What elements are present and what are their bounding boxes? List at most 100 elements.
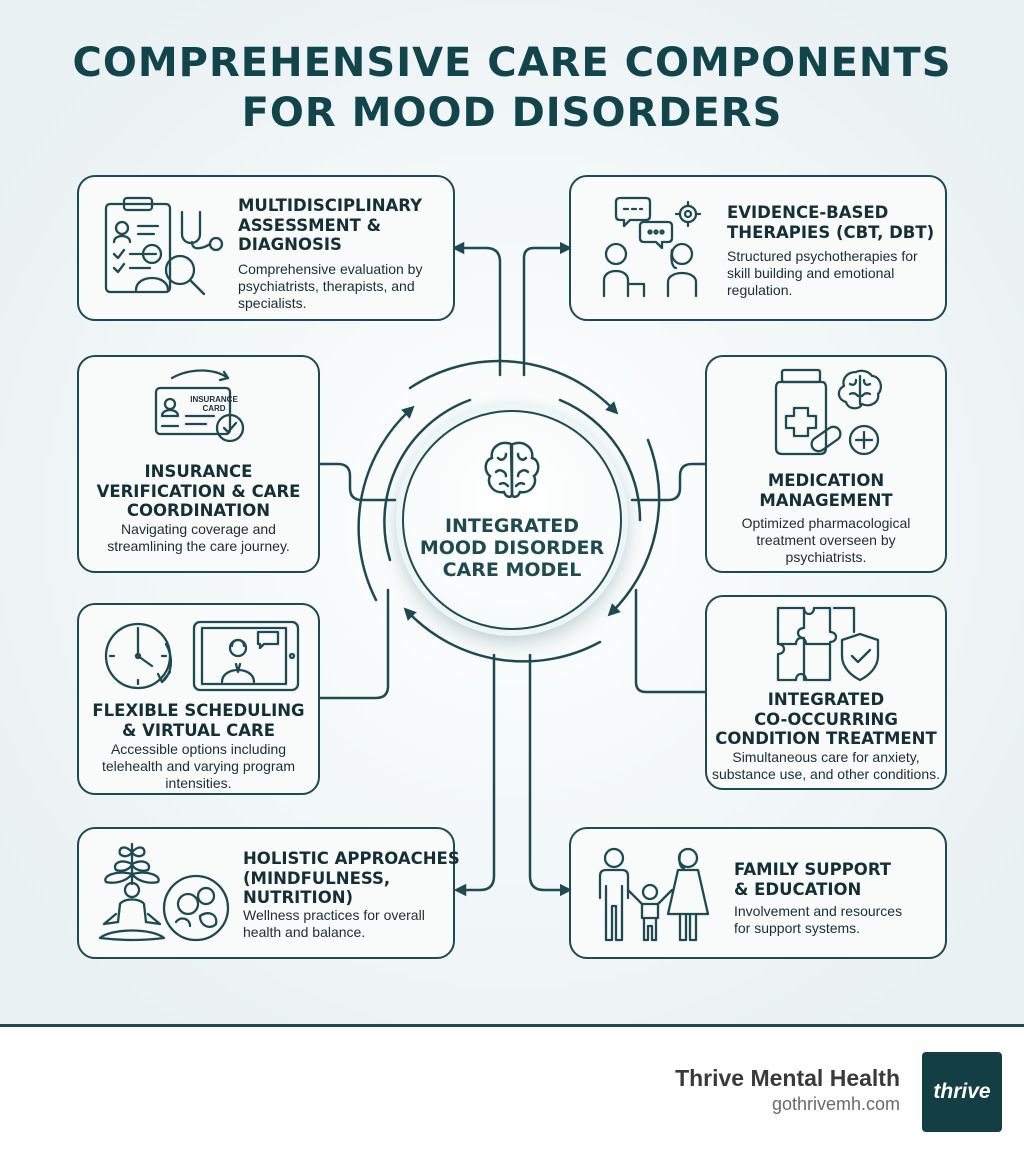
scheduling-title-line: & VIRTUAL CARE [121, 720, 276, 740]
scheduling-desc-line: Accessible options including [110, 741, 287, 757]
thrive-logo: thrive [922, 1052, 1002, 1132]
therapy-session-icon [596, 192, 716, 304]
therapies-description: Structured psychotherapies for skill bui… [727, 248, 918, 299]
ring-arc-top-right [408, 359, 619, 415]
title-line-2: FOR MOOD DISORDERS [241, 90, 783, 136]
insurance-card-label-line: INSURANCE [190, 395, 238, 404]
holistic-title-line: NUTRITION) [243, 888, 354, 907]
connector-medication [630, 462, 708, 502]
brand: Thrive Mental Health gothrivemh.com [675, 1064, 900, 1116]
family-icon [590, 846, 710, 946]
hub-line-2: MOOD DISORDER [419, 537, 605, 559]
card-insurance [77, 355, 320, 573]
insurance-title-line: COORDINATION [126, 501, 271, 520]
holistic-title-line: HOLISTIC APPROACHES [243, 849, 460, 868]
meditation-nutrition-icon [92, 838, 232, 948]
therapies-desc-line: Structured psychotherapies for [727, 248, 918, 264]
medication-desc-line: treatment overseen by [756, 532, 896, 548]
cooccurring-title-line: INTEGRATED [767, 690, 885, 709]
therapies-title: EVIDENCE-BASED THERAPIES (CBT, DBT) [727, 203, 934, 242]
ring-arc-right [607, 438, 661, 617]
family-title-line: FAMILY SUPPORT [734, 860, 892, 879]
scheduling-title: FLEXIBLE SCHEDULING & VIRTUAL CARE [77, 701, 320, 740]
brain-icon [478, 436, 546, 504]
insurance-description: Navigating coverage and streamlining the… [77, 521, 320, 555]
therapies-desc-line: skill building and emotional [727, 265, 895, 281]
insurance-card-icon [150, 368, 250, 448]
assessment-desc-line: psychiatrists, therapists, and [238, 278, 415, 294]
scheduling-title-line: FLEXIBLE SCHEDULING [92, 701, 305, 720]
clipboard-doctor-icon [100, 192, 230, 304]
holistic-description: Wellness practices for overall health an… [243, 907, 425, 941]
holistic-title: HOLISTIC APPROACHES (MINDFULNESS, NUTRIT… [243, 849, 460, 908]
connector-lines [318, 241, 708, 897]
medication-title-line: MANAGEMENT [759, 490, 893, 510]
connector-therapies [522, 241, 573, 377]
cooccurring-desc-line: Simultaneous care for anxiety, [732, 749, 920, 765]
cooccurring-title-line: CONDITION TREATMENT [715, 729, 937, 748]
page-title: COMPREHENSIVE CARE COMPONENTS FOR MOOD D… [0, 38, 1024, 138]
clock-telehealth-icon [100, 618, 300, 694]
assessment-desc-line: specialists. [238, 295, 307, 311]
connector-cooccurring [634, 588, 708, 694]
insurance-desc-line: Navigating coverage and [121, 521, 276, 537]
cooccurring-title-line: CO-OCCURRING [754, 709, 898, 729]
title-line-1: COMPREHENSIVE CARE COMPONENTS [72, 40, 952, 86]
scheduling-desc-line: intensities. [165, 775, 232, 791]
family-desc-line: Involvement and resources [734, 903, 903, 919]
connector-assessment [451, 241, 502, 377]
family-title: FAMILY SUPPORT & EDUCATION [734, 860, 891, 899]
insurance-title-line: VERIFICATION & CARE [96, 481, 301, 501]
assessment-desc-line: Comprehensive evaluation by [238, 261, 423, 277]
medication-desc-line: psychiatrists. [785, 549, 867, 565]
brand-name: Thrive Mental Health [675, 1065, 900, 1091]
family-desc-line: for support systems. [734, 920, 861, 936]
connector-holistic [453, 653, 496, 897]
family-description: Involvement and resources for support sy… [734, 903, 902, 937]
card-therapies [569, 175, 947, 321]
footer [0, 1024, 1024, 1154]
holistic-desc-line: health and balance. [243, 924, 366, 940]
cooccurring-desc-line: substance use, and other conditions. [711, 766, 941, 782]
cooccurring-description: Simultaneous care for anxiety, substance… [705, 749, 947, 783]
card-cooccurring [705, 595, 947, 790]
ring-arc-bottom-left [403, 607, 602, 663]
medication-description: Optimized pharmacological treatment over… [705, 515, 947, 566]
connector-insurance [318, 462, 397, 502]
insurance-desc-line: streamlining the care journey. [107, 538, 290, 554]
medication-desc-line: Optimized pharmacological [741, 515, 911, 531]
insurance-title-line: INSURANCE [144, 462, 253, 481]
card-scheduling [77, 603, 320, 795]
assessment-title-line: MULTIDISCIPLINARY [238, 196, 423, 215]
card-assessment [77, 175, 455, 321]
scheduling-description: Accessible options including telehealth … [77, 741, 320, 792]
scheduling-desc-line: telehealth and varying program [101, 758, 295, 774]
hub-line-3: CARE MODEL [442, 559, 582, 581]
assessment-title-line: ASSESSMENT & [238, 215, 381, 235]
connector-family [528, 653, 573, 897]
brand-url[interactable]: gothrivemh.com [771, 1094, 900, 1114]
therapies-title-line: EVIDENCE-BASED [727, 203, 889, 222]
insurance-card-label: INSURANCE CARD [190, 395, 238, 413]
assessment-description: Comprehensive evaluation by psychiatrist… [238, 261, 422, 312]
card-holistic [77, 827, 455, 959]
holistic-title-line: (MINDFULNESS, [243, 868, 391, 888]
medication-icon [772, 366, 888, 460]
connector-scheduling [318, 588, 390, 700]
holistic-desc-line: Wellness practices for overall [243, 907, 425, 923]
therapies-title-line: THERAPIES (CBT, DBT) [727, 222, 935, 242]
medication-title: MEDICATION MANAGEMENT [705, 471, 947, 510]
hub-label: INTEGRATED MOOD DISORDER CARE MODEL [402, 515, 622, 581]
assessment-title: MULTIDISCIPLINARY ASSESSMENT & DIAGNOSIS [238, 196, 422, 255]
ring-inner-arc-1 [383, 398, 472, 562]
insurance-card-label-line: CARD [202, 404, 226, 413]
insurance-title: INSURANCE VERIFICATION & CARE COORDINATI… [77, 462, 320, 521]
cooccurring-title: INTEGRATED CO-OCCURRING CONDITION TREATM… [705, 690, 947, 749]
therapies-desc-line: regulation. [727, 282, 793, 298]
puzzle-shield-icon [774, 604, 886, 684]
medication-title-line: MEDICATION [767, 471, 885, 490]
hub-line-1: INTEGRATED [444, 515, 580, 537]
family-title-line: & EDUCATION [734, 879, 862, 899]
assessment-title-line: DIAGNOSIS [238, 235, 342, 254]
